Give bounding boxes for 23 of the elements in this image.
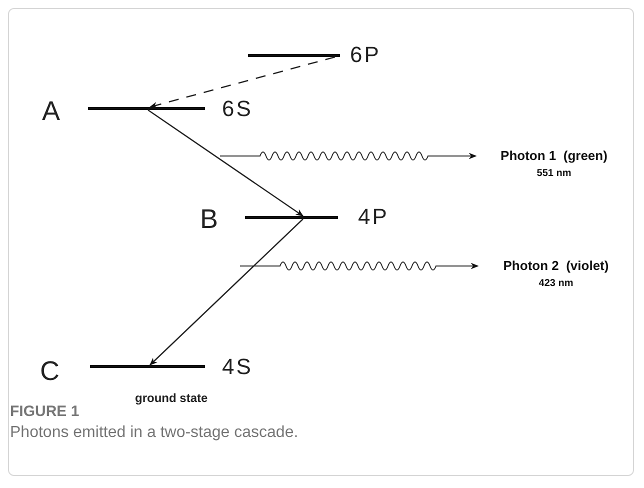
energy-level-line xyxy=(248,54,340,57)
transition-arrow xyxy=(149,218,304,366)
state-note: ground state xyxy=(135,392,208,404)
wavelength-label: 551 nm xyxy=(536,168,572,179)
figure-caption: Photons emitted in a two-stage cascade. xyxy=(10,424,298,442)
figure-number: FIGURE 1 xyxy=(10,404,80,419)
level-letter: C xyxy=(40,358,60,385)
energy-level-line xyxy=(88,107,205,110)
energy-level-line xyxy=(245,216,338,219)
state-label: 6S xyxy=(222,98,253,120)
state-label: 4P xyxy=(358,206,389,228)
photon-label: Photon 2 (violet) xyxy=(503,258,609,273)
level-letter: B xyxy=(200,206,218,233)
photon-label: Photon 1 (green) xyxy=(500,148,608,163)
transition-arrow xyxy=(149,56,336,108)
level-letter: A xyxy=(42,98,60,125)
energy-level-line xyxy=(90,365,205,368)
transition-arrow xyxy=(148,109,304,217)
state-label: 4S xyxy=(222,356,253,378)
photon-wave-arrow xyxy=(240,262,479,270)
wavelength-label: 423 nm xyxy=(538,278,574,289)
state-label: 6P xyxy=(350,44,381,66)
photon-wave-arrow xyxy=(220,152,477,160)
